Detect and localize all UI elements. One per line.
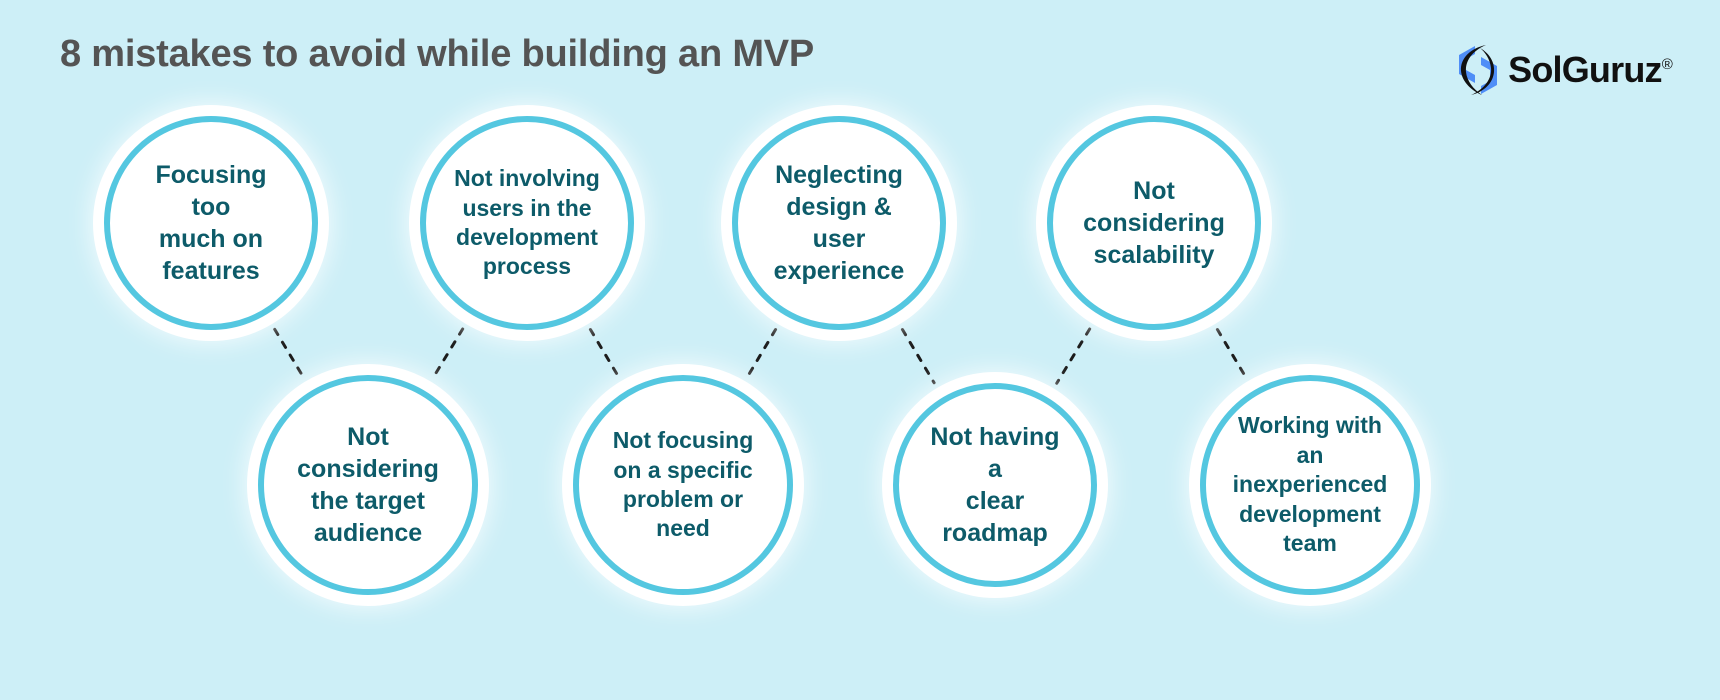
logo-wordmark: SolGuruz® xyxy=(1508,49,1673,90)
registered-trademark-symbol: ® xyxy=(1661,56,1673,73)
mistake-bubble-label: Not involving users in the development p… xyxy=(454,165,600,280)
mistake-bubble-2: Not involving users in the development p… xyxy=(420,116,634,330)
mistake-bubble-1: Focusing too much on features xyxy=(104,116,318,330)
mistake-bubble-5: Not considering the target audience xyxy=(258,375,478,595)
mistake-bubble-label: Neglecting design & user experience xyxy=(773,161,905,285)
mistake-bubble-6: Not focusing on a specific problem or ne… xyxy=(573,375,793,595)
mistake-bubble-3: Neglecting design & user experience xyxy=(732,116,946,330)
mistake-bubble-label: Not considering scalability xyxy=(1083,177,1225,269)
mistake-bubble-label: Not focusing on a specific problem or ne… xyxy=(612,427,754,542)
mistake-bubble-7: Not having a clear roadmap xyxy=(893,383,1097,587)
connector-line-4-8 xyxy=(1215,328,1247,378)
mistake-bubble-label: Not having a clear roadmap xyxy=(930,423,1060,547)
mistake-bubble-label: Not considering the target audience xyxy=(297,423,439,547)
solguruz-hexagon-swoosh-logo xyxy=(1459,45,1498,95)
mistake-bubble-label: Focusing too much on features xyxy=(155,161,267,285)
connector-line-3-7 xyxy=(900,328,936,385)
page-title: 8 mistakes to avoid while building an MV… xyxy=(60,33,815,75)
mistake-bubble-4: Not considering scalability xyxy=(1047,116,1261,330)
mistake-bubble-8: Working with an inexperienced developmen… xyxy=(1200,375,1420,595)
connector-line-3-6 xyxy=(746,328,778,378)
logo-wordmark-text: SolGuruz xyxy=(1508,49,1662,90)
connector-line-4-7 xyxy=(1055,327,1092,385)
connector-line-2-6 xyxy=(588,328,620,378)
brand-logo: SolGuruz® xyxy=(1455,44,1673,96)
connector-line-1-5 xyxy=(273,327,305,378)
connector-line-2-5 xyxy=(432,327,465,378)
mistake-bubble-label: Working with an inexperienced developmen… xyxy=(1232,412,1388,557)
